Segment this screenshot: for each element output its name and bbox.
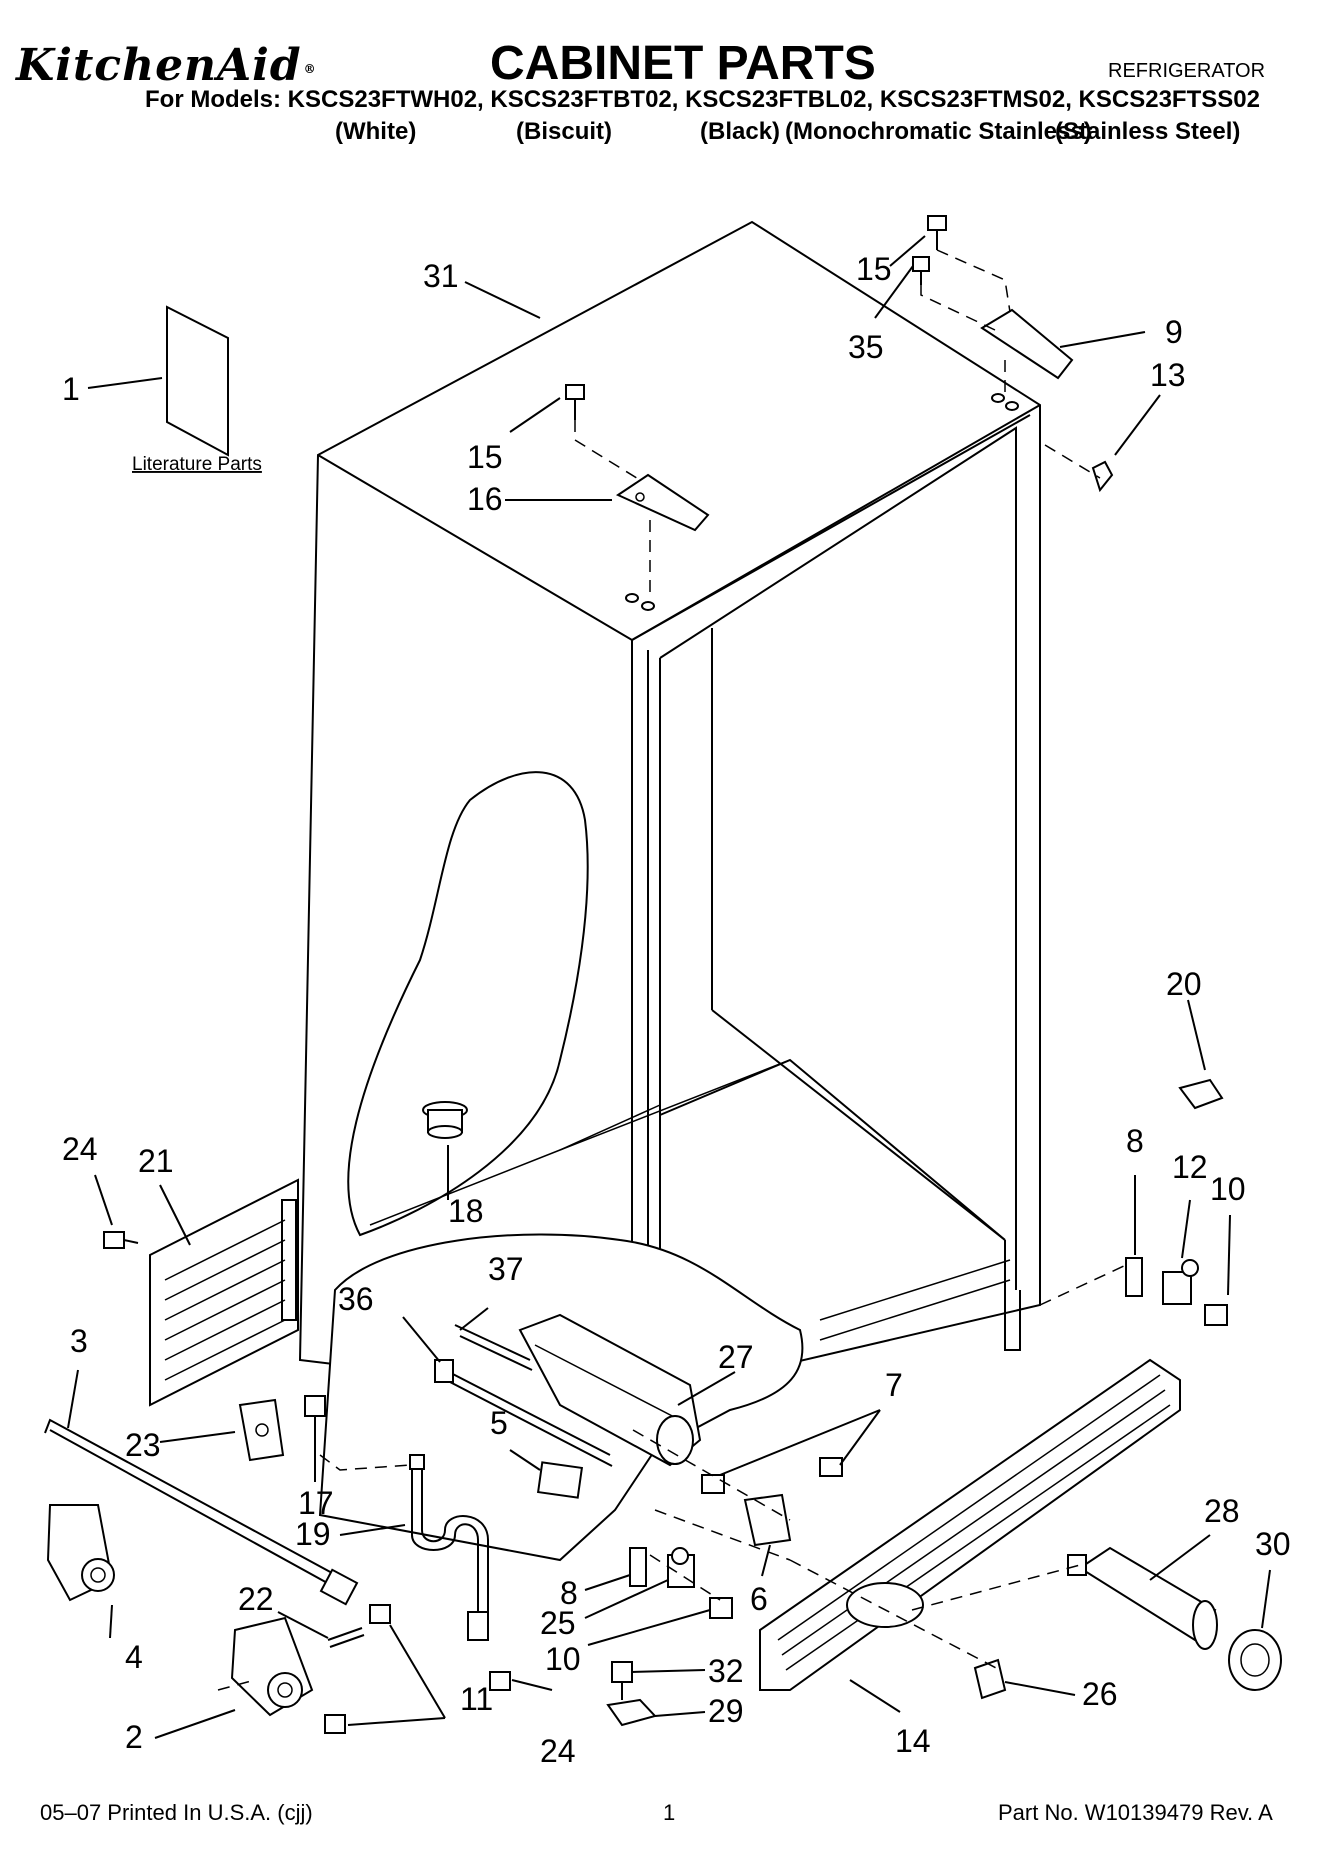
callout-8-lower: 8 <box>560 1575 578 1611</box>
part-13 <box>1091 460 1114 493</box>
callout-11: 11 <box>460 1681 493 1717</box>
callout-24-bottom: 24 <box>540 1733 576 1769</box>
literature-1 <box>166 305 229 457</box>
roller-2 <box>230 1616 314 1717</box>
callout-16: 16 <box>467 481 503 517</box>
callout-37: 37 <box>488 1251 524 1287</box>
callout-30: 30 <box>1255 1526 1291 1562</box>
callout-15-top-right: 15 <box>856 251 892 287</box>
variant-black: (Black) <box>700 118 781 145</box>
drain-hose-19 <box>409 1454 489 1641</box>
callout-8-right: 8 <box>1126 1123 1144 1159</box>
models-line: For Models: KSCS23FTWH02, KSCS23FTBT02, … <box>145 86 1260 113</box>
screw-24-bottom <box>489 1671 511 1691</box>
hinge-16 <box>615 473 710 611</box>
assembly-lines <box>217 249 1127 1691</box>
leveling-rod-3 <box>44 1418 359 1606</box>
callout-5: 5 <box>490 1405 508 1441</box>
variant-white: (White) <box>335 118 417 145</box>
page-number: 1 <box>663 1800 676 1825</box>
screws-7 <box>701 1457 843 1494</box>
hinge-8-12-10-right <box>1125 1257 1228 1326</box>
appliance-type: REFRIGERATOR <box>1108 60 1266 82</box>
callout-28: 28 <box>1204 1493 1240 1529</box>
leader-lines <box>67 235 1271 1739</box>
callout-13: 13 <box>1150 357 1186 393</box>
callout-9: 9 <box>1165 314 1183 350</box>
rear-panel-21 <box>149 1178 299 1407</box>
drain-cup-18 <box>422 1101 468 1139</box>
variant-stainless-steel: (Stainless Steel) <box>1055 118 1241 145</box>
filter-cap-30 <box>1228 1629 1282 1691</box>
grille-14 <box>759 1358 1181 1691</box>
variant-biscuit: (Biscuit) <box>516 118 612 145</box>
callout-26: 26 <box>1082 1676 1118 1712</box>
callout-24-left: 24 <box>62 1131 98 1167</box>
screw-17 <box>304 1395 326 1435</box>
callout-25: 25 <box>540 1605 576 1641</box>
callout-21: 21 <box>138 1143 174 1179</box>
screws-15-35-right <box>912 215 947 285</box>
callout-15-left: 15 <box>467 439 503 475</box>
screw-24-left <box>103 1231 139 1249</box>
hinge-9 <box>980 308 1074 411</box>
brand-logo: KitchenAid® <box>16 40 317 91</box>
callout-6: 6 <box>750 1581 768 1617</box>
callout-29: 29 <box>708 1693 744 1729</box>
clip-26 <box>973 1658 1007 1700</box>
water-filter-28 <box>1067 1546 1218 1650</box>
hinge-8-25-10-lower <box>629 1547 733 1619</box>
caster-4 <box>46 1504 115 1602</box>
callout-35: 35 <box>848 329 884 365</box>
callout-14: 14 <box>895 1723 931 1759</box>
callout-4: 4 <box>125 1639 143 1675</box>
screw-32 <box>611 1661 633 1700</box>
clip-20 <box>1178 1078 1224 1110</box>
callout-19: 19 <box>295 1516 331 1552</box>
callout-10-right: 10 <box>1210 1171 1246 1207</box>
callout-20: 20 <box>1166 966 1202 1002</box>
bracket-23 <box>238 1398 285 1462</box>
callout-22: 22 <box>238 1581 274 1617</box>
callout-27: 27 <box>718 1339 754 1375</box>
cabinet-shell <box>298 220 1041 1402</box>
cutaway-upper <box>347 771 791 1237</box>
water-tube-36 <box>434 1359 613 1467</box>
callout-32: 32 <box>708 1653 744 1689</box>
callout-36: 36 <box>338 1281 374 1317</box>
water-tube-37 <box>454 1324 533 1371</box>
print-info: 05–07 Printed In U.S.A. (cjj) <box>40 1800 313 1825</box>
callout-12: 12 <box>1172 1149 1208 1185</box>
pin-22 <box>327 1627 365 1648</box>
callout-2: 2 <box>125 1719 143 1755</box>
literature-parts-label: Literature Parts <box>132 454 262 475</box>
callout-18: 18 <box>448 1193 484 1229</box>
callout-7: 7 <box>885 1367 903 1403</box>
bracket-29 <box>606 1698 657 1727</box>
screws-11 <box>324 1604 391 1734</box>
water-valve-27 <box>518 1313 702 1467</box>
callout-10-lower: 10 <box>545 1641 581 1677</box>
callout-23: 23 <box>125 1427 161 1463</box>
page-title: CABINET PARTS <box>490 37 876 90</box>
label-5 <box>536 1461 584 1499</box>
screw-15-left <box>565 384 585 420</box>
part-number: Part No. W10139479 Rev. A <box>998 1800 1273 1825</box>
callout-labels: 31 15 35 9 1 13 15 16 20 24 21 18 8 12 1… <box>62 251 1291 1769</box>
callout-1: 1 <box>62 371 80 407</box>
callout-31: 31 <box>423 258 459 294</box>
clip-6 <box>743 1493 792 1547</box>
variant-monochromatic-stainless: (Monochromatic Stainless) <box>785 118 1092 145</box>
callout-17: 17 <box>298 1485 334 1521</box>
callout-3: 3 <box>70 1323 88 1359</box>
